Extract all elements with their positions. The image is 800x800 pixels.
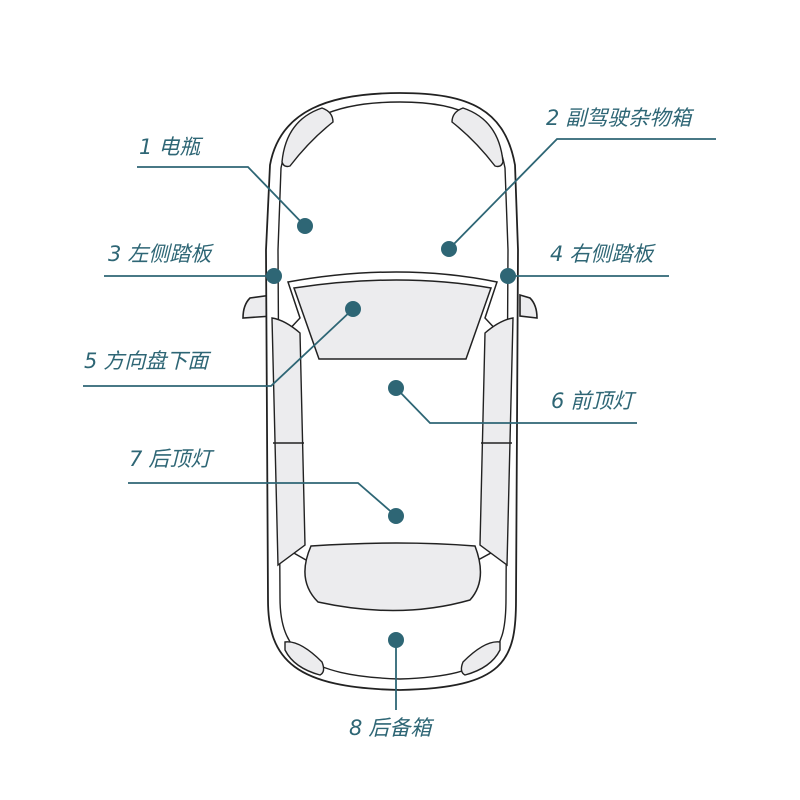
callout-text: 左侧踏板 — [127, 242, 212, 266]
point-7-rear-dome-light[interactable] — [388, 508, 404, 524]
callout-number: 1 — [139, 135, 153, 159]
point-1-battery[interactable] — [297, 218, 313, 234]
callout-number: 4 — [550, 242, 564, 266]
leader-line-2 — [448, 138, 716, 250]
rear-window — [304, 542, 482, 612]
callout-number: 8 — [349, 716, 363, 740]
callout-number: 2 — [546, 106, 560, 130]
point-8-trunk[interactable] — [388, 632, 404, 648]
point-3-left-sill[interactable] — [266, 268, 282, 284]
point-2-glovebox[interactable] — [441, 241, 457, 257]
right-door-panel — [479, 317, 514, 567]
callout-text: 副驾驶杂物箱 — [565, 106, 692, 130]
left-taillight — [284, 641, 325, 676]
leader-lines — [83, 138, 716, 710]
right-headlight — [451, 107, 504, 168]
callout-number: 5 — [84, 349, 98, 373]
callout-text: 方向盘下面 — [103, 349, 209, 373]
leader-line-6 — [395, 387, 637, 424]
callout-text: 右侧踏板 — [569, 242, 654, 266]
right-mirror — [519, 293, 538, 319]
right-taillight — [460, 641, 501, 676]
callout-text: 后顶灯 — [148, 447, 212, 471]
point-5-under-steering[interactable] — [345, 301, 361, 317]
point-6-front-dome-light[interactable] — [388, 380, 404, 396]
leader-line-7 — [128, 482, 397, 517]
left-mirror — [242, 294, 273, 319]
callout-text: 后备箱 — [368, 716, 432, 740]
callout-number: 6 — [551, 389, 565, 413]
callout-number: 3 — [108, 242, 122, 266]
callout-text: 前顶灯 — [570, 389, 634, 413]
leader-line-1 — [137, 166, 306, 227]
left-headlight — [281, 107, 334, 168]
leader-line-5 — [83, 308, 354, 387]
callout-number: 7 — [129, 447, 143, 471]
windshield — [292, 279, 493, 360]
location-points — [266, 218, 516, 648]
callout-text: 电瓶 — [158, 135, 201, 159]
left-door-panel — [271, 317, 306, 567]
point-4-right-sill[interactable] — [500, 268, 516, 284]
